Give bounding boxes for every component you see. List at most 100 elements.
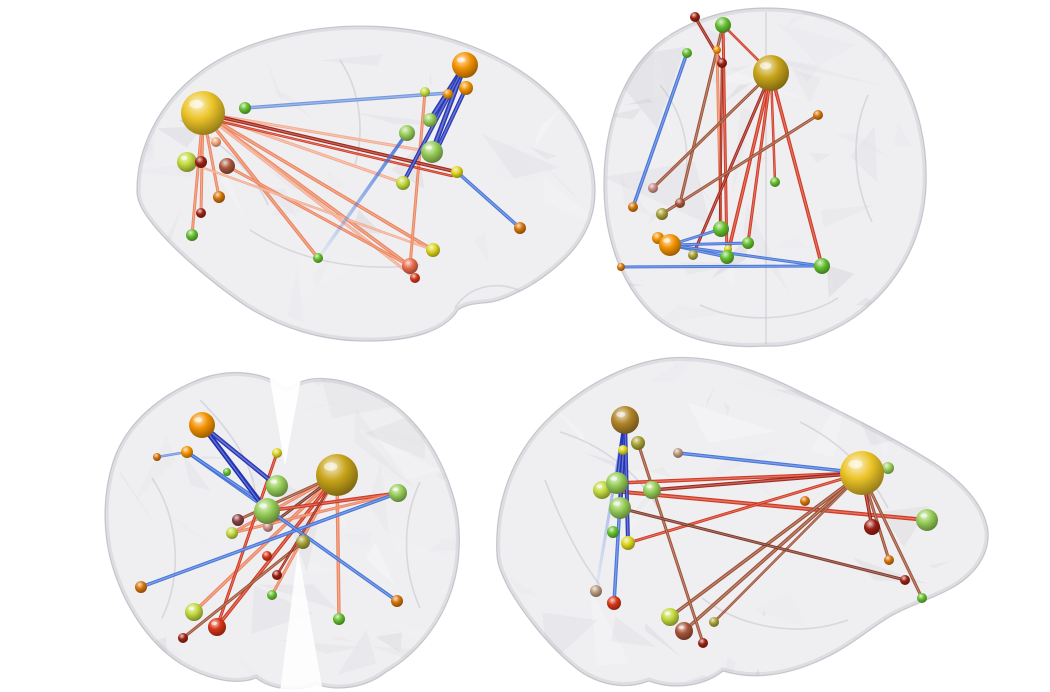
connection-edge xyxy=(725,71,773,259)
region-node xyxy=(266,475,288,497)
connection-edge xyxy=(181,540,305,640)
connection-edge-highlight xyxy=(202,112,434,251)
sphere-specular-highlight xyxy=(189,99,204,109)
region-node xyxy=(195,156,207,168)
region-node xyxy=(514,222,526,234)
region-node xyxy=(643,481,661,499)
connection-edge xyxy=(668,243,824,268)
region-node xyxy=(181,91,225,135)
region-node xyxy=(900,575,910,585)
connection-edge-highlight xyxy=(719,62,723,231)
sphere-specular-highlight xyxy=(610,476,618,481)
connection-edge xyxy=(199,422,280,489)
region-node xyxy=(698,638,708,648)
sphere-specular-highlight xyxy=(646,484,653,489)
sphere-specular-highlight xyxy=(664,611,671,616)
connection-edge-highlight xyxy=(336,474,340,620)
region-node xyxy=(607,596,621,610)
region-node xyxy=(682,48,692,58)
sphere-specular-highlight xyxy=(920,513,928,518)
connection-edge-highlight xyxy=(651,472,863,491)
region-node xyxy=(611,406,639,434)
sphere-specular-highlight xyxy=(425,145,433,150)
sphere-specular-highlight xyxy=(193,417,203,423)
region-node xyxy=(223,468,231,476)
region-node xyxy=(211,137,221,147)
connection-edge-highlight xyxy=(637,442,704,644)
connection-edge xyxy=(408,90,427,268)
connection-edge-highlight xyxy=(669,242,749,246)
connection-edge-highlight xyxy=(770,72,776,183)
connection-edge xyxy=(712,471,864,624)
region-node xyxy=(391,595,403,607)
connection-edge-highlight xyxy=(266,492,399,512)
brain-crease xyxy=(405,481,421,609)
region-node xyxy=(690,12,700,22)
sphere-specular-highlight xyxy=(678,625,685,630)
connection-edge xyxy=(243,91,450,110)
brain-crease xyxy=(701,597,849,630)
region-node xyxy=(720,250,734,264)
sphere-specular-highlight xyxy=(616,411,626,418)
region-node xyxy=(316,454,358,496)
connection-edge xyxy=(631,51,689,209)
connection-edge-highlight xyxy=(683,472,863,632)
connection-edge xyxy=(225,164,412,268)
connection-edge-highlight xyxy=(726,72,772,258)
region-node xyxy=(313,253,323,263)
connection-edge-highlight xyxy=(661,114,819,215)
region-node xyxy=(219,158,235,174)
region-node xyxy=(656,208,668,220)
connection-edge xyxy=(668,241,750,247)
connection-edge-highlight xyxy=(193,474,338,613)
connection-edge xyxy=(200,423,260,502)
region-node xyxy=(607,526,619,538)
connection-edge-highlight xyxy=(747,72,772,244)
region-node xyxy=(153,453,161,461)
brain-mesh-surface xyxy=(603,7,927,348)
region-node xyxy=(631,436,645,450)
sphere-specular-highlight xyxy=(270,479,278,484)
hemisphere-gap xyxy=(268,368,303,466)
sphere-specular-highlight xyxy=(663,238,671,243)
connection-edge-highlight xyxy=(652,72,772,189)
sphere-specular-highlight xyxy=(323,462,338,471)
sphere-specular-highlight xyxy=(392,487,399,492)
connection-edge-highlight xyxy=(201,424,259,501)
region-node xyxy=(713,221,729,237)
region-node xyxy=(840,451,884,495)
connection-edge-highlight xyxy=(186,161,434,251)
panel-coronal xyxy=(104,368,460,692)
connection-edge xyxy=(746,71,773,245)
brain-crease xyxy=(199,399,256,491)
connection-edge-highlight xyxy=(202,112,433,153)
region-node xyxy=(410,273,420,283)
region-node xyxy=(135,581,147,593)
region-node xyxy=(709,617,719,627)
connection-edge xyxy=(682,471,864,633)
region-node xyxy=(426,243,440,257)
region-node xyxy=(178,633,188,643)
connection-edge xyxy=(335,473,341,621)
region-node xyxy=(186,229,198,241)
connection-edge xyxy=(215,473,339,629)
region-node xyxy=(673,448,683,458)
region-node xyxy=(189,412,215,438)
brain-crease xyxy=(855,94,873,223)
connection-edge-highlight xyxy=(861,472,923,599)
region-node xyxy=(443,89,453,99)
connection-edge-highlight xyxy=(409,91,426,267)
connection-edge xyxy=(769,71,824,268)
connection-edge-highlight xyxy=(182,541,304,639)
region-node xyxy=(452,52,478,78)
brain-crease xyxy=(699,297,839,319)
region-node xyxy=(421,141,443,163)
region-node xyxy=(753,55,789,91)
region-node xyxy=(618,445,628,455)
region-node xyxy=(882,462,894,474)
region-node xyxy=(717,58,727,68)
connection-edge xyxy=(192,473,339,614)
region-node xyxy=(272,448,282,458)
